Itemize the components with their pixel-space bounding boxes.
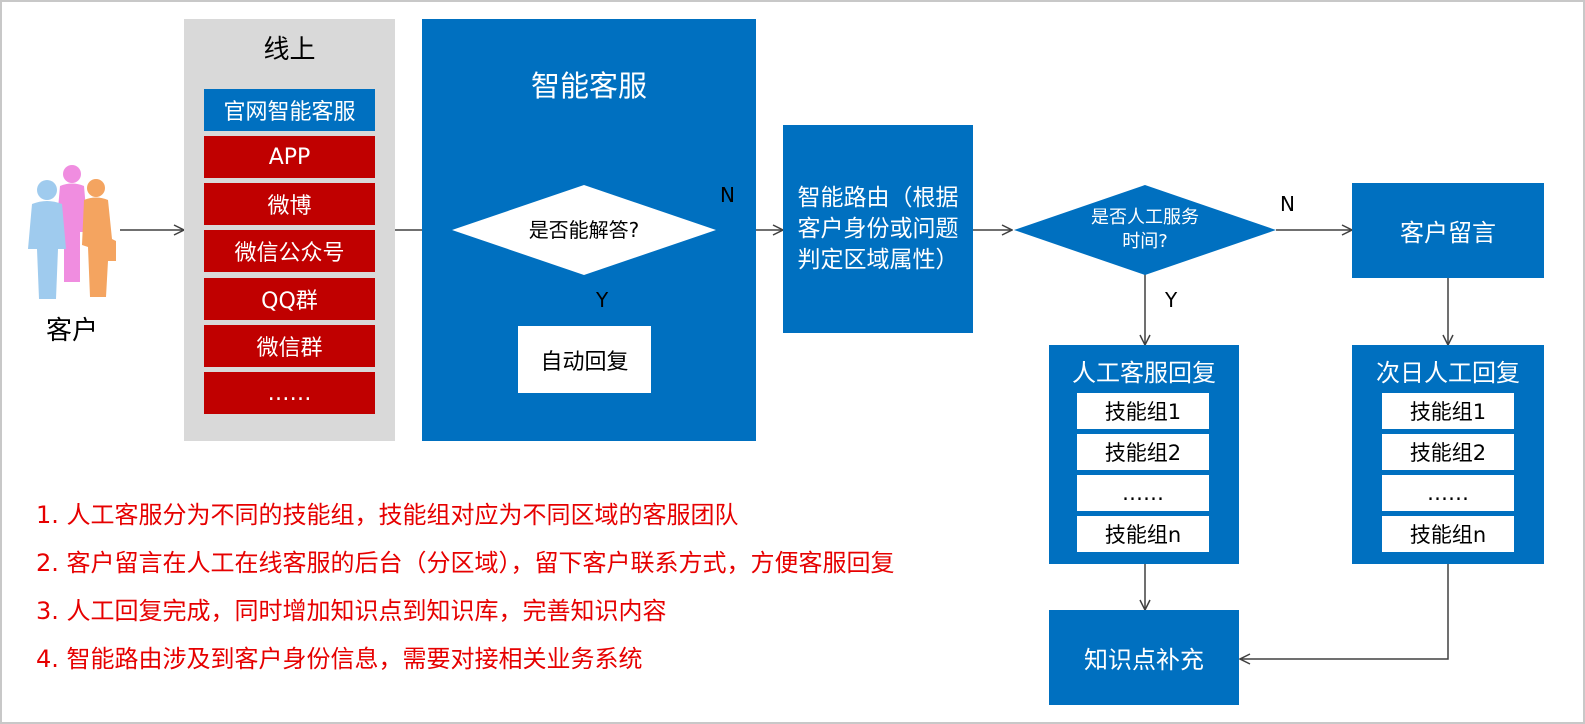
person-blue-figure [28, 180, 66, 299]
next-day-skill-group-n: 技能组n [1382, 516, 1514, 552]
service-time-decision-diamond [1014, 185, 1276, 275]
next-day-skill-group-1: 技能组1 [1382, 393, 1514, 429]
manual-reply-panel: 人工客服回复 技能组1 技能组2 …… 技能组n [1049, 345, 1239, 564]
next-day-reply-title: 次日人工回复 [1376, 359, 1520, 387]
channel-more: …… [204, 372, 375, 414]
note-1: 1. 人工客服分为不同的技能组，技能组对应为不同区域的客服团队 [36, 501, 739, 529]
next-day-reply-panel: 次日人工回复 技能组1 技能组2 …… 技能组n [1352, 345, 1544, 564]
arrow-nextday-to-knowledge [1240, 564, 1449, 659]
answerable-decision-label: 是否能解答? [528, 218, 640, 242]
customer-label: 客户 [45, 316, 98, 346]
answerable-decision-diamond [452, 185, 716, 275]
note-4: 4. 智能路由涉及到客户身份信息，需要对接相关业务系统 [36, 645, 643, 673]
manual-reply-title: 人工客服回复 [1072, 359, 1216, 387]
channel-wechat-group: 微信群 [204, 325, 375, 367]
person-pink-figure [56, 165, 88, 282]
manual-skill-group-2: 技能组2 [1077, 434, 1209, 470]
channel-weibo: 微博 [204, 183, 375, 225]
customer-people-icon [28, 165, 116, 299]
service-time-yes-label: Y [1165, 288, 1178, 312]
answerable-no-label: N [720, 183, 735, 207]
channel-qq-group: QQ群 [204, 278, 375, 320]
customer-message-box: 客户留言 [1352, 183, 1544, 278]
service-time-decision-label: 是否人工服务时间? [1091, 207, 1199, 252]
channel-official-site: 官网智能客服 [204, 89, 375, 131]
note-2: 2. 客户留言在人工在线客服的后台（分区域），留下客户联系方式，方便客服回复 [36, 549, 895, 577]
channel-app: APP [204, 136, 375, 178]
answerable-yes-label: Y [596, 288, 609, 312]
manual-skill-group-1: 技能组1 [1077, 393, 1209, 429]
manual-skill-group-more: …… [1077, 475, 1209, 511]
manual-skill-group-n: 技能组n [1077, 516, 1209, 552]
online-panel: 线上 官网智能客服 APP 微博 微信公众号 QQ群 微信群 …… [184, 19, 395, 441]
knowledge-supplement-box: 知识点补充 [1049, 610, 1239, 705]
auto-reply-box: 自动回复 [518, 326, 651, 393]
smart-service-title: 智能客服 [530, 69, 647, 103]
note-3: 3. 人工回复完成，同时增加知识点到知识库，完善知识内容 [36, 597, 667, 625]
next-day-skill-group-2: 技能组2 [1382, 434, 1514, 470]
online-panel-title: 线上 [263, 35, 316, 65]
channel-wechat-official: 微信公众号 [204, 230, 375, 272]
person-orange-figure [82, 179, 116, 297]
smart-routing-box: 智能路由（根据客户身份或问题判定区域属性） [783, 125, 973, 333]
service-time-no-label: N [1280, 192, 1295, 216]
next-day-skill-group-more: …… [1382, 475, 1514, 511]
